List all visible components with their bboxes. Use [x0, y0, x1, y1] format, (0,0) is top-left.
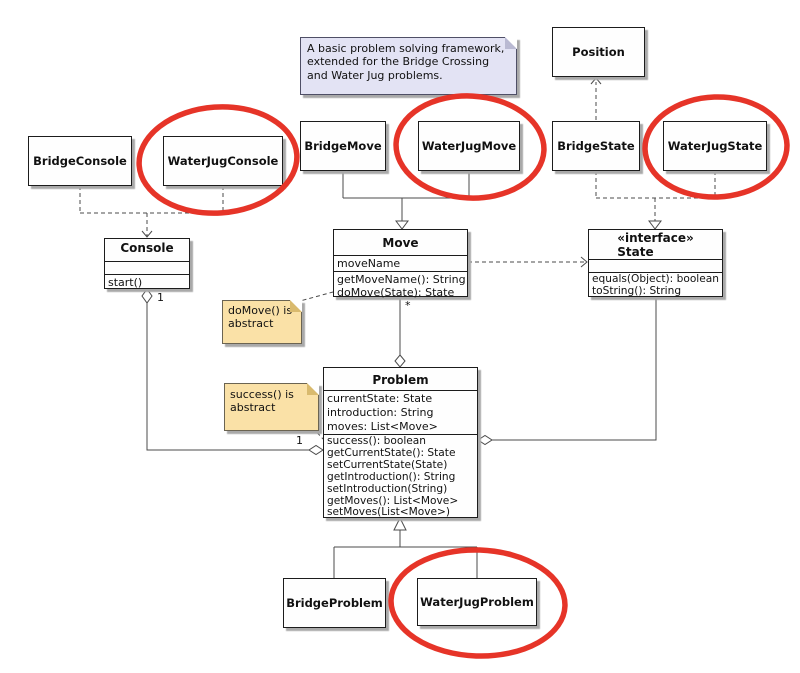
operation: getMoveName(): String: [337, 273, 466, 286]
aggregation-diamond-icon: [477, 434, 493, 446]
note-line: and Water Jug problems.: [307, 68, 443, 82]
operation: start(): [108, 276, 143, 289]
dependency-arrow-icon: [141, 230, 153, 238]
class-bridgeconsole: BridgeConsole: [28, 136, 132, 186]
class-name: Problem: [372, 373, 429, 387]
class-name: State: [617, 244, 654, 259]
class-name: Console: [120, 241, 174, 255]
realization-arrow-icon: [648, 220, 662, 230]
operation: equals(Object): boolean: [592, 273, 719, 285]
class-bridgestate: BridgeState: [552, 121, 640, 171]
operations-compartment: success(): boolean getCurrentState(): St…: [324, 434, 477, 520]
operation: setCurrentState(State): [327, 458, 448, 471]
edge-moves-generalization-move: [342, 171, 470, 230]
class-name: Position: [572, 45, 625, 59]
operations-compartment: getMoveName(): String doMove(State): Sta…: [334, 271, 467, 300]
class-name: BridgeProblem: [286, 596, 383, 610]
attribute: introduction: String: [327, 406, 434, 420]
framework-note: A basic problem solving framework, exten…: [300, 37, 517, 95]
aggregation-diamond-icon: [308, 444, 324, 456]
edge-problem-aggregation-move: *: [394, 297, 411, 368]
note-line: abstract: [228, 317, 274, 331]
aggregation-diamond-icon: [394, 354, 406, 368]
class-move: Move moveName getMoveName(): String doMo…: [333, 229, 468, 300]
attributes-compartment: currentState: State introduction: String…: [324, 390, 477, 434]
dependency-arrow-icon: [590, 77, 602, 85]
class-name: WaterJugState: [667, 139, 763, 153]
edge-states-realization-state: [595, 171, 716, 230]
class-waterjugmove: WaterJugMove: [418, 121, 520, 171]
generalization-arrow-icon: [395, 220, 409, 230]
note-line: abstract: [230, 401, 276, 415]
domove-abstract-note: doMove() is abstract: [222, 300, 302, 344]
note-line: success() is: [230, 388, 294, 401]
class-problem: Problem currentState: State introduction…: [323, 367, 478, 518]
attributes-compartment: [589, 259, 722, 272]
edge-console-aggregation-problem: 1 1: [141, 288, 324, 456]
class-name: Move: [382, 236, 419, 250]
class-title: «interface» State: [589, 230, 722, 259]
stereotype: «interface»: [617, 231, 694, 245]
generalization-arrow-icon: [393, 516, 407, 531]
attribute: currentState: State: [327, 392, 433, 405]
note-line: doMove() is: [228, 304, 293, 317]
operation: setMoves(List<Move>): [327, 506, 451, 519]
attributes-compartment: [105, 261, 189, 274]
operation: success(): boolean: [327, 435, 426, 447]
operation: getCurrentState(): State: [327, 446, 456, 459]
class-bridgemove: BridgeMove: [300, 121, 386, 171]
operation: toString(): String: [592, 284, 682, 297]
class-name: BridgeState: [557, 139, 635, 153]
operation: setIntroduction(String): [327, 482, 448, 495]
class-name: WaterJugProblem: [420, 595, 534, 609]
edge-problem-aggregation-state: [477, 297, 657, 446]
edge-consoles-dependency-console: [79, 186, 224, 238]
note-line: extended for the Bridge Crossing: [307, 55, 490, 69]
multiplicity-label: 1: [157, 291, 164, 304]
note-line: A basic problem solving framework,: [307, 42, 505, 55]
class-name: WaterJugMove: [421, 139, 517, 153]
operations-compartment: start(): [105, 274, 189, 290]
operations-compartment: equals(Object): boolean toString(): Stri…: [589, 272, 722, 299]
class-console: Console start(): [104, 238, 190, 289]
attributes-compartment: moveName: [334, 255, 467, 271]
class-name: BridgeMove: [304, 139, 382, 153]
edge-problems-generalization-problem: [333, 516, 478, 578]
class-name: WaterJugConsole: [167, 154, 279, 168]
class-position: Position: [552, 27, 645, 77]
multiplicity-label: *: [405, 299, 411, 312]
edge-bridgestate-dependency-position: [590, 77, 602, 120]
operation: doMove(State): State: [337, 286, 455, 299]
multiplicity-label: 1: [296, 434, 303, 447]
aggregation-diamond-icon: [141, 288, 153, 304]
attribute: moveName: [337, 257, 401, 270]
class-state: «interface» State equals(Object): boolea…: [588, 229, 723, 297]
class-waterjugproblem: WaterJugProblem: [417, 578, 537, 626]
operation: getIntroduction(): String: [327, 470, 456, 483]
attribute: moves: List<Move>: [327, 420, 438, 434]
class-name: BridgeConsole: [33, 154, 127, 168]
success-abstract-note: success() is abstract: [224, 383, 319, 431]
class-bridgeproblem: BridgeProblem: [283, 578, 386, 628]
operation: getMoves(): List<Move>: [327, 494, 459, 507]
edge-move-dependency-state: [468, 256, 588, 268]
dependency-arrow-icon: [580, 256, 588, 268]
class-waterjugconsole: WaterJugConsole: [163, 136, 283, 186]
class-waterjugstate: WaterJugState: [663, 121, 767, 171]
